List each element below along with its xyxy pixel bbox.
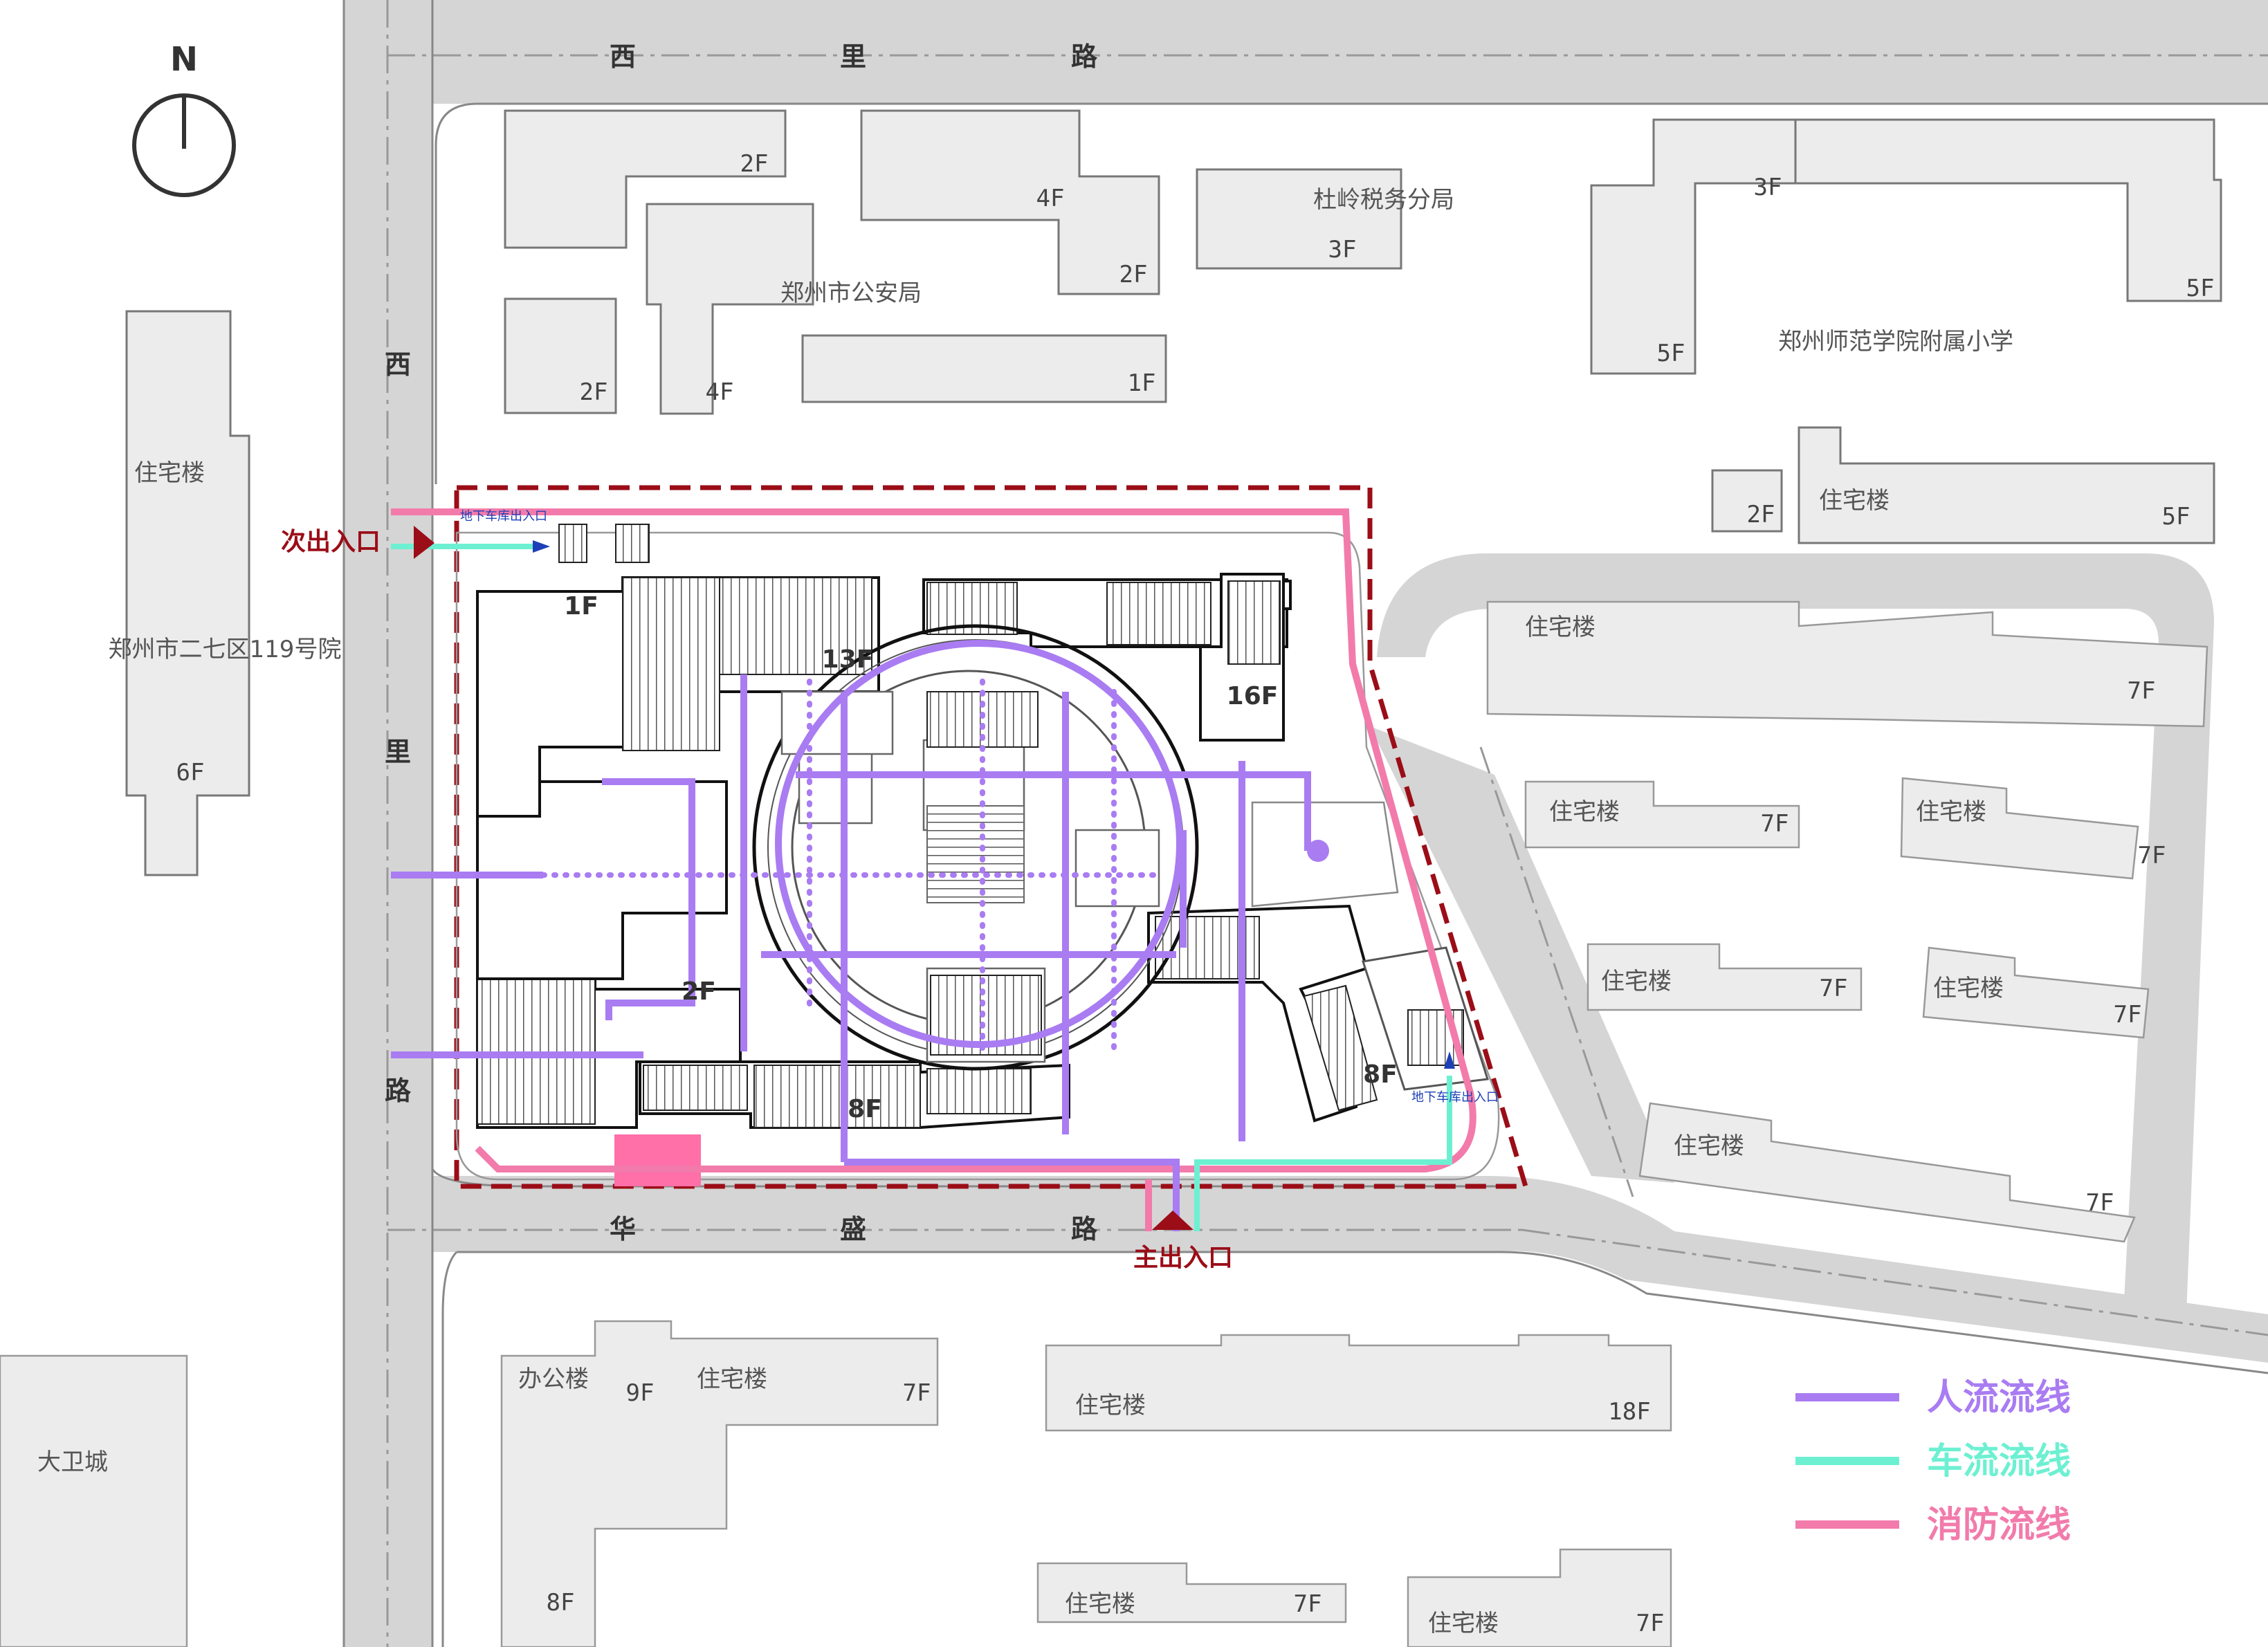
legend-label-1: 车流流线 [1927, 1441, 2071, 1482]
floor-5f-b: 5F [1657, 340, 1685, 367]
floor-8f-a: 8F [547, 1589, 575, 1617]
floor-7f-c: 7F [2138, 842, 2166, 869]
floor-4f-b: 4F [706, 378, 734, 406]
road-south-char-1: 华 [610, 1214, 636, 1244]
label-residential-1: 住宅楼 [134, 459, 205, 487]
floor-2f-c: 2F [580, 378, 608, 406]
main-entrance-marker [1152, 1211, 1194, 1230]
label-tax-bureau: 杜岭税务分局 [1313, 186, 1454, 214]
label-residential-7: 住宅楼 [1933, 975, 2004, 1002]
label-residential-5: 住宅楼 [1916, 798, 1986, 826]
garage-entrance-nw-label: 地下车库出入口 [460, 509, 547, 524]
floor-3f-b: 3F [1754, 174, 1782, 201]
fire-rescue-zone [614, 1134, 701, 1186]
label-residential-8: 住宅楼 [1674, 1132, 1744, 1160]
floor-6f: 6F [176, 759, 205, 786]
garage-entrance-se-label: 地下车库出入口 [1411, 1090, 1499, 1105]
floor-3f-a: 3F [1328, 236, 1357, 264]
road-labels: 西 里 路 西 里 路 华 盛 路 [385, 42, 1098, 1244]
floor-7f-a: 7F [2128, 677, 2156, 705]
people-flow-line [391, 640, 1311, 1231]
floor-4f-a: 4F [1036, 185, 1065, 212]
surrounding-buildings [0, 109, 2222, 1647]
project-floor-16f: 16F [1227, 682, 1279, 710]
floor-7f-g: 7F [903, 1379, 931, 1407]
label-residential-11: 住宅楼 [1065, 1590, 1135, 1618]
floor-2f-a: 2F [740, 150, 769, 178]
floor-18f: 18F [1608, 1398, 1650, 1426]
floor-5f-c: 5F [2162, 503, 2191, 531]
floor-9f: 9F [626, 1379, 655, 1407]
fire-flow-line [391, 508, 1476, 1231]
project-buildings [476, 524, 1489, 1129]
legend-label-2: 消防流线 [1927, 1505, 2071, 1546]
road-north-char-1: 西 [610, 42, 636, 72]
site-ground-outline [455, 531, 1500, 1181]
road-west-char-1: 西 [385, 349, 411, 380]
label-office: 办公楼 [518, 1365, 589, 1393]
label-residential-3: 住宅楼 [1525, 614, 1595, 641]
label-school: 郑州师范学院附属小学 [1778, 328, 2013, 356]
road-west-char-3: 路 [385, 1076, 412, 1106]
project-floor-1f: 1F [564, 592, 598, 620]
project-floor-13f: 13F [822, 645, 874, 674]
curb-lines [342, 0, 2268, 1647]
floor-labels: 2F 4F 2F 3F 2F 4F 1F 3F 5F 5F 2F 5F 6F 7… [176, 150, 2215, 1637]
place-labels: 郑州市公安局 杜岭税务分局 郑州师范学院附属小学 郑州市二七区119号院 办公楼… [37, 186, 2013, 1637]
floor-7f-b: 7F [1761, 810, 1789, 838]
label-residential-2: 住宅楼 [1819, 487, 1890, 515]
project-floor-8f-a: 8F [848, 1095, 882, 1123]
label-residential-4: 住宅楼 [1549, 798, 1620, 826]
road-south-char-2: 盛 [840, 1214, 866, 1244]
floor-5f-a: 5F [2186, 275, 2215, 302]
project-floor-2f: 2F [682, 977, 716, 1006]
label-residential-6: 住宅楼 [1601, 968, 1672, 995]
main-entrance-label: 主出入口 [1133, 1244, 1233, 1272]
floor-7f-h: 7F [1294, 1590, 1322, 1618]
label-yard-119: 郑州市二七区119号院 [109, 636, 342, 663]
garage-se-arrow [1444, 1051, 1455, 1069]
label-dawei-city: 大卫城 [37, 1448, 108, 1476]
road-north-char-2: 里 [840, 42, 866, 72]
road-west-char-2: 里 [385, 737, 411, 767]
road-south-char-3: 路 [1071, 1214, 1098, 1244]
label-residential-12: 住宅楼 [1428, 1610, 1499, 1637]
secondary-entrance-label: 次出入口 [281, 528, 381, 556]
compass-north-label: N [170, 40, 198, 79]
floor-1f-a: 1F [1128, 369, 1156, 397]
project-floor-8f-b: 8F [1363, 1060, 1398, 1089]
floor-7f-f: 7F [2086, 1189, 2114, 1217]
floor-2f-d: 2F [1747, 501, 1775, 528]
floor-7f-i: 7F [1636, 1610, 1665, 1637]
floor-2f-b: 2F [1119, 261, 1148, 288]
people-flow-dotted [540, 679, 1165, 1054]
people-flow-endpoint [1307, 840, 1329, 862]
label-police: 郑州市公安局 [780, 279, 922, 307]
garage-nw-arrow [533, 540, 550, 553]
label-residential-10: 住宅楼 [1075, 1392, 1146, 1419]
floor-7f-d: 7F [1820, 975, 1848, 1002]
label-residential-9: 住宅楼 [697, 1365, 767, 1393]
road-north-char-3: 路 [1071, 42, 1098, 72]
north-compass: N [132, 40, 236, 197]
secondary-entrance-marker [414, 526, 435, 559]
floor-7f-e: 7F [2114, 1001, 2142, 1029]
legend-label-0: 人流流线 [1927, 1377, 2071, 1419]
